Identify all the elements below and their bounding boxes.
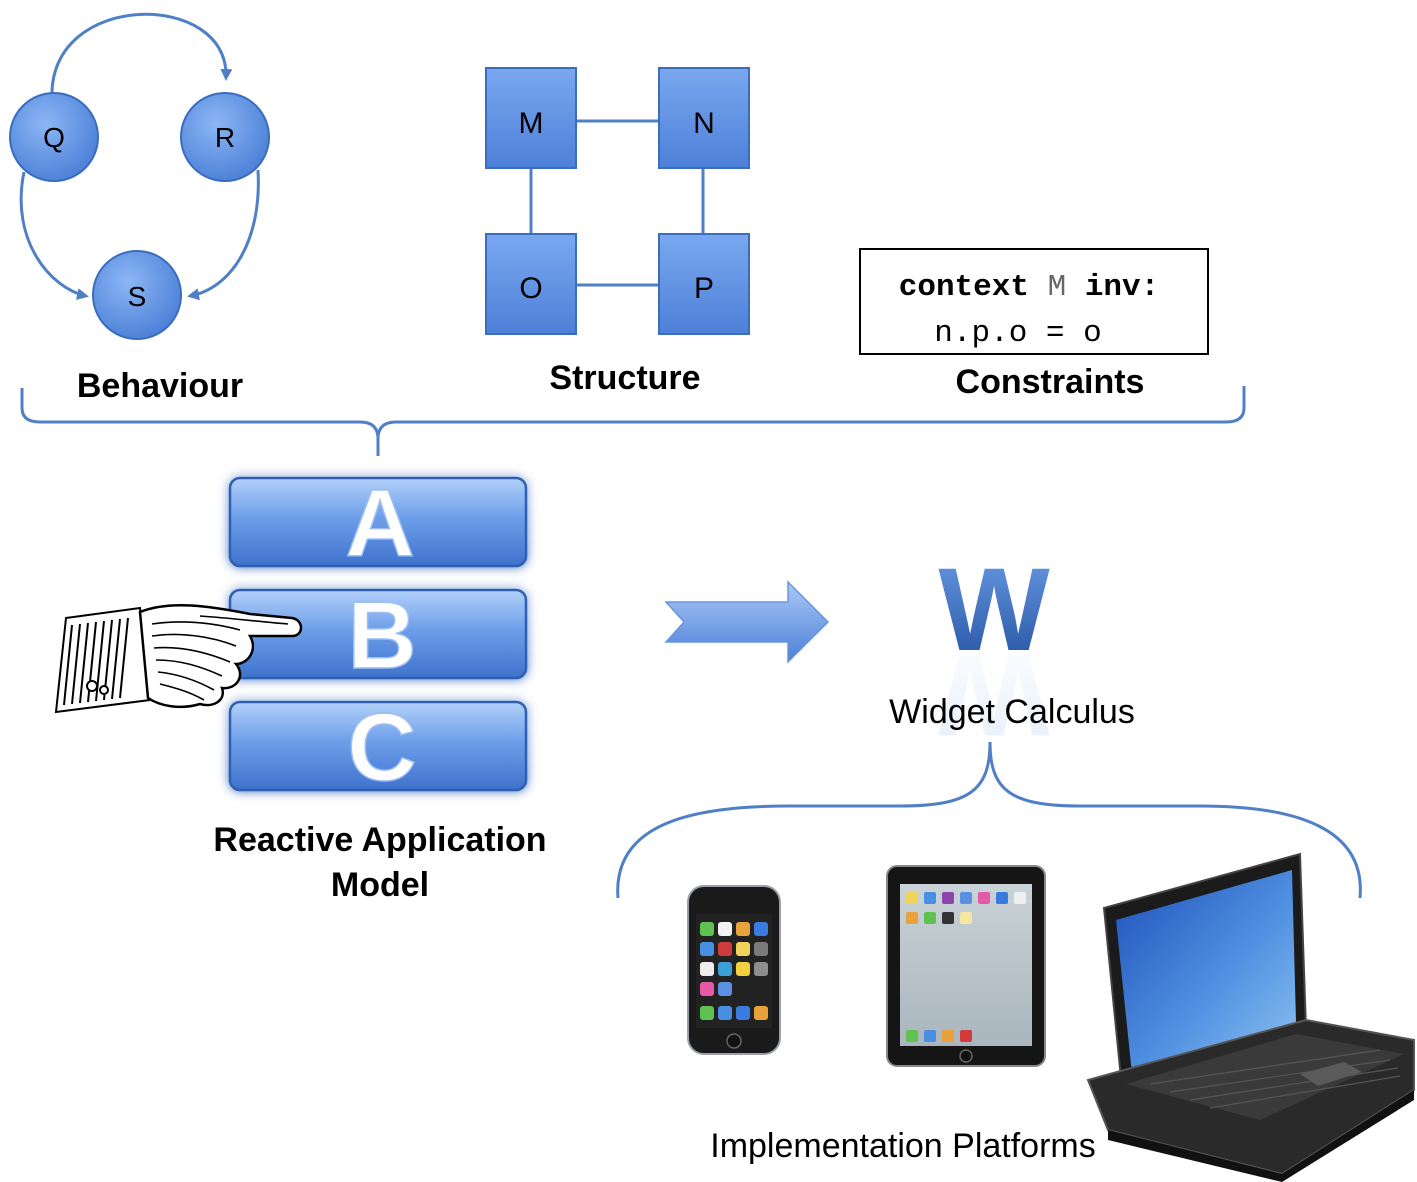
class-m: M (485, 67, 577, 169)
laptop-device-icon (1086, 852, 1415, 1182)
phone-app-grid (700, 922, 768, 1020)
layer-c: C (228, 693, 528, 802)
ocl-keyword-inv: inv: (1085, 270, 1159, 305)
constraints-label: Constraints (956, 363, 1145, 401)
class-o: O (485, 233, 577, 335)
transition-q-r (50, 12, 233, 99)
state-r-label: R (215, 122, 235, 153)
tablet-device-icon (886, 865, 1046, 1067)
structure-diagram: M N O P Structure (485, 67, 750, 397)
widget-label: Widget Calculus (889, 693, 1135, 731)
layer-b-label: B (347, 582, 416, 689)
state-s-label: S (128, 281, 147, 312)
laptop-touchpad (1300, 1062, 1362, 1086)
svg-text:W: W (938, 628, 1050, 760)
model-label-line-2: Model (331, 866, 429, 904)
tablet-app-grid (906, 892, 1026, 1042)
behaviour-label: Behaviour (77, 367, 243, 405)
widget-calculus: W W Widget Calculus (889, 544, 1135, 760)
phone-device-icon (687, 885, 781, 1055)
class-p-label: P (694, 272, 714, 305)
state-s: S (92, 250, 182, 340)
class-n-label: N (693, 107, 715, 140)
class-m-label: M (519, 107, 544, 140)
constraint-box (859, 248, 1209, 355)
model-label-line-1: Reactive Application (213, 821, 546, 859)
class-o-label: O (519, 272, 542, 305)
widget-logo-reflection: W (938, 628, 1050, 760)
class-n: N (658, 67, 750, 169)
layer-a-label: A (345, 470, 414, 577)
layer-a: A (228, 469, 528, 578)
state-q: Q (9, 92, 99, 182)
model-label: Reactive Application Model (213, 821, 546, 904)
bottom-brace (616, 741, 1362, 899)
behaviour-diagram: Q R S Behaviour (9, 12, 270, 405)
state-q-label: Q (43, 122, 65, 153)
constraint-line-2: n.p.o = o (934, 316, 1101, 351)
structure-label: Structure (549, 359, 700, 397)
constraint-line-1: context M inv: (899, 270, 1159, 305)
model-stack: A B C (228, 469, 528, 802)
pointing-hand-icon (54, 604, 303, 714)
top-brace (20, 386, 1246, 456)
laptop-keyboard (1149, 1049, 1401, 1109)
platforms-label: Implementation Platforms (710, 1127, 1096, 1165)
state-r: R (180, 92, 270, 182)
widget-logo: W (938, 544, 1050, 676)
transition-q-s (19, 171, 89, 300)
transition-r-s (187, 169, 260, 301)
layer-c-label: C (347, 694, 416, 801)
layer-b: B (228, 581, 528, 690)
class-p: P (658, 233, 750, 335)
constraints-block: context M inv: n.p.o = o Constraints (859, 248, 1209, 401)
ocl-classifier: M (1048, 270, 1067, 305)
transform-arrow-icon (664, 580, 830, 664)
ocl-keyword-context: context (899, 270, 1029, 305)
